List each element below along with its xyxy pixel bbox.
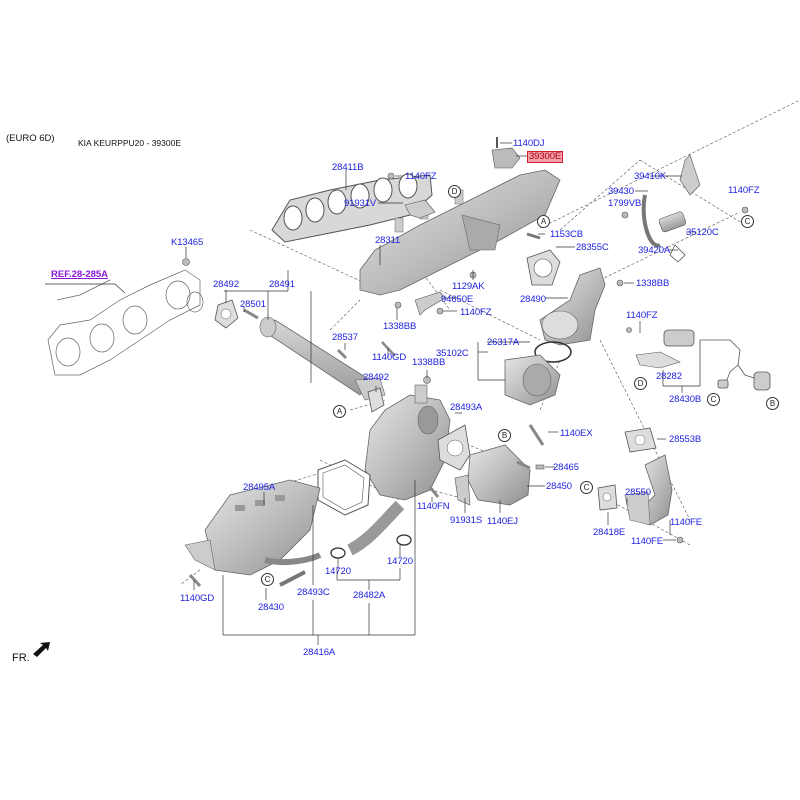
part-label-28493a[interactable]: 28493A [450,402,483,413]
gasket-28493c-shape [317,459,371,516]
part-label-28311[interactable]: 28311 [375,235,401,246]
part-label-1140gd[interactable]: 1140GD [180,593,215,604]
solenoid-valve-shape [658,211,687,233]
coolant-hose-shape [347,500,405,556]
part-label-14720[interactable]: 14720 [325,566,351,577]
part-label-28537[interactable]: 28537 [332,332,358,343]
manifold-gasket-shape [271,173,433,243]
part-label-1799vb[interactable]: 1799VB [608,198,642,209]
part-label-28492[interactable]: 28492 [213,279,239,290]
part-label-1129ak[interactable]: 1129AK [452,281,485,292]
part-label-28491[interactable]: 28491 [269,279,295,290]
part-label-28550[interactable]: 28550 [625,487,651,498]
part-label-1140ej[interactable]: 1140EJ [487,516,518,527]
leader-lines [185,142,701,645]
egr-valve-housing-shape [364,384,451,501]
part-label-35120c[interactable]: 35120C [686,227,719,238]
part-label-k13465[interactable]: K13465 [171,237,204,248]
part-label-28553b[interactable]: 28553B [669,434,702,445]
part-label-28430[interactable]: 28430 [258,602,284,613]
part-label-1140ex[interactable]: 1140EX [560,428,593,439]
part-label-1140gd[interactable]: 1140GD [372,352,407,363]
callout-c: C [261,573,274,586]
diagram-title: KIA KEURPPU20 - 39300E [78,138,182,148]
part-label-28355c[interactable]: 28355C [576,242,609,253]
part-label-1140fe[interactable]: 1140FE [631,536,663,547]
part-label-39410k[interactable]: 39410K [634,171,667,182]
front-orientation-label: FR. [12,652,30,664]
part-label-1153cb[interactable]: 1153CB [550,229,584,240]
part-label-39420a[interactable]: 39420A [638,245,671,256]
egr-outlet-pipe-shape [624,454,673,526]
part-label-28450[interactable]: 28450 [546,481,572,492]
part-label-1140fn[interactable]: 1140FN [417,501,450,512]
part-label-28482a[interactable]: 28482A [353,590,386,601]
callout-d: D [634,377,647,390]
part-label-91931s[interactable]: 91931S [450,515,483,526]
callout-b: B [766,397,779,410]
part-label-28430b[interactable]: 28430B [669,394,702,405]
part-label-28492[interactable]: 28492 [363,372,389,383]
part-label-39430[interactable]: 39430 [608,186,634,197]
part-label-1140fz[interactable]: 1140FZ [460,307,492,318]
part-label-28493c[interactable]: 28493C [297,587,330,598]
part-label-39300e-highlighted[interactable]: 39300E [527,151,564,163]
engine-variant-label: (EURO 6D) [6,133,55,144]
part-label-28495a[interactable]: 28495A [243,482,276,493]
vacuum-hose-shape [641,194,661,248]
wiring-harness-shape [663,329,771,391]
intake-manifold-shape [359,169,561,296]
part-label-28411b[interactable]: 28411B [332,162,364,173]
part-label-28416a[interactable]: 28416A [303,647,336,658]
egr-tube-shape [259,316,386,401]
callout-c: C [707,393,720,406]
callout-c: C [741,215,754,228]
part-label-1140fz[interactable]: 1140FZ [626,310,658,321]
part-label-14720[interactable]: 14720 [387,556,413,567]
part-label-1338bb[interactable]: 1338BB [383,321,417,332]
vacuum-bracket-shape [679,154,701,196]
callout-c: C [580,481,593,494]
part-label-28465[interactable]: 28465 [553,462,579,473]
part-label-1140dj[interactable]: 1140DJ [513,138,545,149]
pressure-sensor-shape [491,147,521,169]
front-direction-arrow-icon [33,642,50,657]
o-ring-shape [534,341,572,363]
part-label-1140fz[interactable]: 1140FZ [728,185,760,196]
exhaust-manifold-reference-outline [47,269,204,376]
part-label-28490[interactable]: 28490 [520,294,546,305]
part-label-1338bb[interactable]: 1338BB [412,357,446,368]
clamp-bracket-shape [635,351,681,369]
part-label-28282[interactable]: 28282 [656,371,682,382]
ref-link-28-285a[interactable]: REF.28-285A [51,269,109,280]
part-label-35102c[interactable]: 35102C [436,348,469,359]
part-label-28418e[interactable]: 28418E [593,527,626,538]
part-label-1338bb[interactable]: 1338BB [636,278,670,289]
part-label-28501[interactable]: 28501 [240,299,266,310]
egr-cooler-shape [184,479,321,576]
callout-a: A [537,215,550,228]
egr-valve-shape [467,444,531,506]
part-label-94650e[interactable]: 94650E [441,294,474,305]
bracket-shape [404,199,436,219]
part-label-1140fe[interactable]: 1140FE [670,517,702,528]
part-label-91931v[interactable]: 91931V [344,198,377,209]
callout-d: D [448,185,461,198]
part-label-26317a[interactable]: 26317A [487,337,520,348]
callout-b: B [498,429,511,442]
part-label-1140fz[interactable]: 1140FZ [405,171,437,182]
callout-a: A [333,405,346,418]
